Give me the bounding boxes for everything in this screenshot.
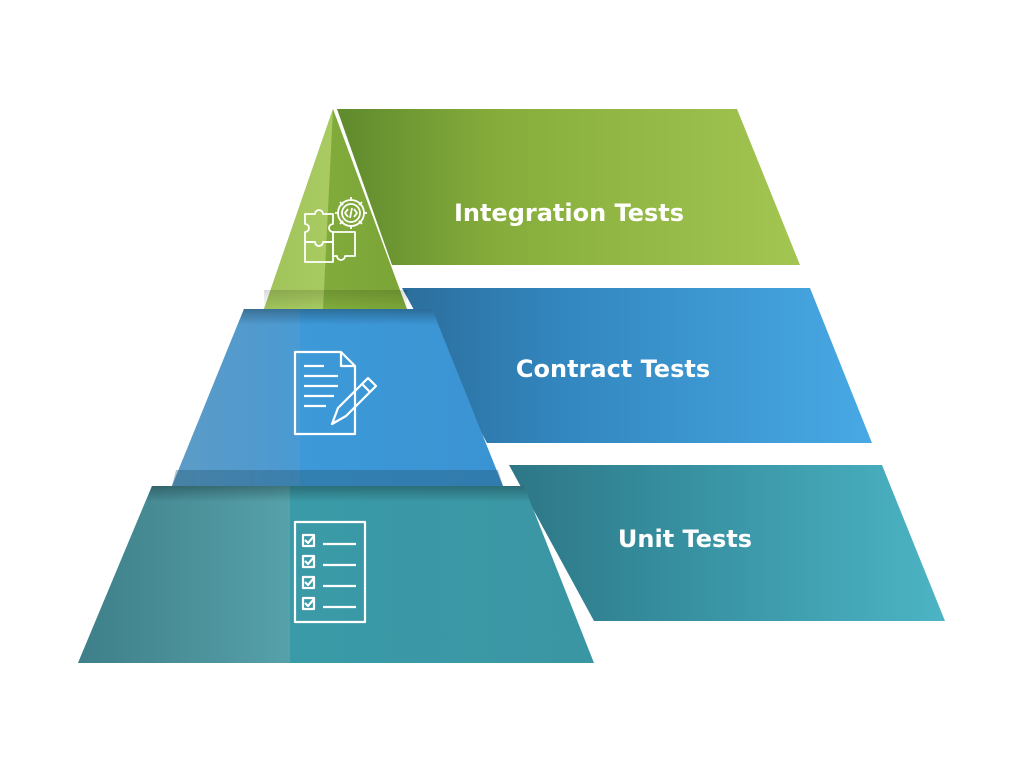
- document-pen-icon: [293, 350, 378, 436]
- tier-band-integration: [337, 109, 800, 265]
- puzzle-gear-icon: [304, 197, 367, 263]
- tier-band-unit: [509, 465, 945, 621]
- pyramid-segment-top: [264, 109, 407, 309]
- tier-band-contract: [402, 288, 872, 443]
- checklist-icon: [293, 520, 367, 624]
- pyramid-segment-middle: [172, 309, 503, 486]
- pyramid-segment-bottom: [78, 486, 594, 663]
- tier-label-unit: Unit Tests: [618, 525, 752, 553]
- tier-label-integration: Integration Tests: [454, 199, 684, 227]
- tier-label-contract: Contract Tests: [516, 355, 710, 383]
